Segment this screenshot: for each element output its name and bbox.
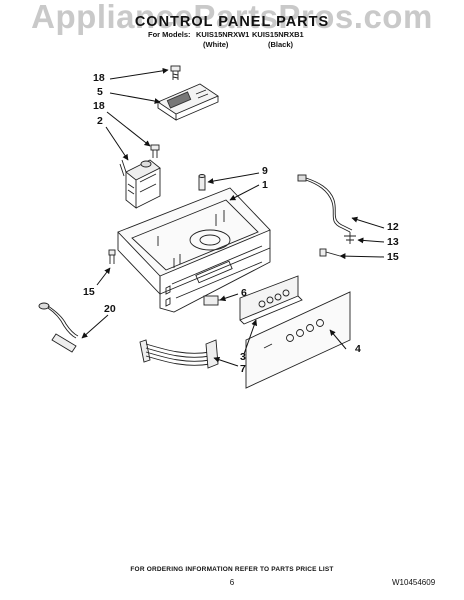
models-prefix: For Models:	[148, 30, 191, 39]
watermark: AppliancePartsPros.com	[31, 0, 433, 35]
leader-2	[105, 126, 129, 161]
model-white-label: (White)	[203, 40, 229, 49]
control-housing-part-1	[117, 187, 271, 313]
faceplate-part-4	[245, 291, 351, 389]
callout-20: 20	[104, 303, 116, 315]
leader-20	[81, 314, 109, 339]
leader-5	[109, 92, 161, 104]
callout-18-upper: 18	[93, 72, 105, 84]
leader-7	[213, 356, 239, 367]
wire-harness-part-12	[297, 174, 353, 233]
leader-15-left	[96, 267, 111, 286]
ordering-note: FOR ORDERING INFORMATION REFER TO PARTS …	[130, 566, 334, 573]
clip-part-13	[344, 232, 356, 244]
screw-part-15-right	[319, 248, 341, 257]
callout-15-left: 15	[83, 286, 95, 298]
callout-13: 13	[387, 236, 399, 248]
document-number: W10454609	[392, 578, 436, 587]
callout-5: 5	[97, 86, 103, 98]
leader-4	[329, 329, 347, 350]
switch-part-6	[203, 295, 224, 306]
transformer-part-2	[119, 159, 161, 209]
leader-3	[243, 319, 258, 355]
ribbon-cable-part-7	[139, 339, 219, 369]
page-number: 6	[229, 578, 235, 587]
leader-9	[207, 172, 260, 185]
callout-9: 9	[262, 165, 268, 177]
model-black-label: (Black)	[268, 40, 294, 49]
screw-part-18-upper	[170, 65, 181, 80]
callout-7: 7	[240, 363, 246, 375]
callout-18-lower: 18	[93, 100, 105, 112]
callout-2: 2	[97, 115, 103, 127]
leader-18-lower	[106, 111, 151, 147]
control-board-part-5	[157, 83, 219, 121]
model-white: KUIS15NRXW1	[196, 30, 250, 39]
page-title: CONTROL PANEL PARTS	[134, 14, 330, 30]
leader-18-upper	[109, 67, 169, 80]
screw-part-18-lower	[150, 144, 160, 158]
leader-13	[357, 237, 385, 244]
sensor-wire-part-20	[38, 302, 79, 353]
model-black: KUIS15NRXB1	[252, 30, 304, 39]
control-panel-part-3	[239, 275, 303, 325]
callout-1: 1	[262, 179, 268, 191]
spacer-part-9	[198, 174, 206, 191]
leader-6	[219, 293, 239, 302]
leader-1	[229, 184, 260, 201]
callout-3: 3	[240, 351, 246, 363]
screw-part-15-left	[108, 249, 116, 264]
leader-12	[351, 216, 385, 229]
callout-4: 4	[355, 343, 361, 355]
leader-15-right	[339, 253, 385, 260]
callout-15-right: 15	[387, 251, 399, 263]
callout-6: 6	[241, 287, 247, 299]
callout-12: 12	[387, 221, 399, 233]
